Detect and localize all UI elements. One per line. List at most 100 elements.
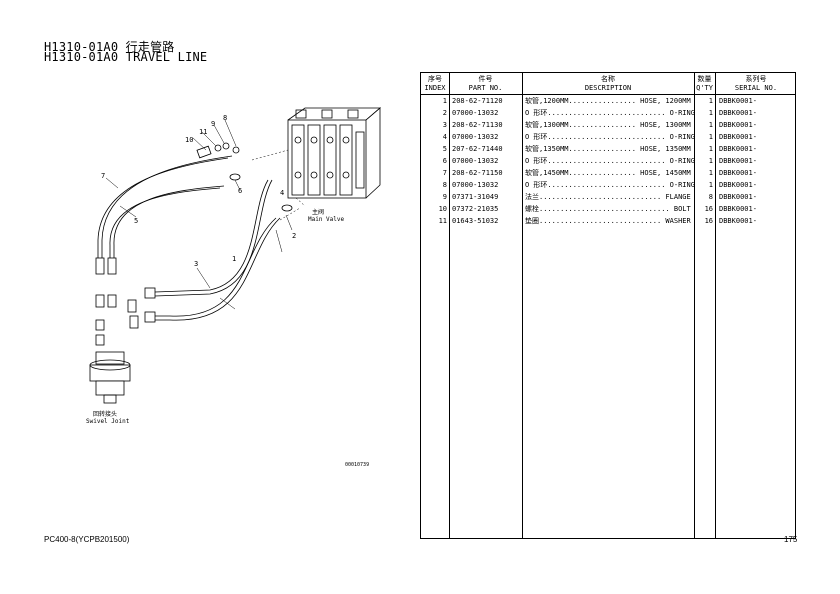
cell-index: 9 [442, 193, 447, 201]
header-part-cn: 件号 [478, 75, 493, 83]
header-desc-en: DESCRIPTION [584, 84, 632, 92]
cell-part-no: 07000-13032 [452, 133, 499, 141]
cell-index: 2 [442, 109, 447, 117]
table-row: 7 208-62-71150 软管,1450MM................ H… [421, 167, 795, 179]
callout-10: 10 [185, 136, 193, 144]
table-row: 8 07000-13032 O 形环........................… [421, 179, 795, 191]
cell-description: 软管,1300MM................ HOSE, 1300MM [525, 121, 691, 129]
cell-part-no: 207-62-71440 [452, 145, 503, 153]
hose-1 [155, 217, 277, 317]
table-row: 2 07000-13032 O 形环........................… [421, 107, 795, 119]
swivel-joint-drawing [89, 351, 131, 404]
header-part: 件号 PART NO. [449, 75, 522, 93]
cell-serial: DBBK0001- [719, 157, 757, 165]
callout-2: 2 [292, 232, 296, 240]
header-index-cn: 序号 [428, 75, 442, 83]
table-row: 5 207-62-71440 软管,1350MM................ H… [421, 143, 795, 155]
col-divider [715, 73, 716, 538]
swivel-joint-label-en: Swivel Joint [86, 418, 130, 425]
cell-serial: DBBK0001- [719, 133, 757, 141]
cell-index: 4 [442, 133, 447, 141]
cell-qty: 1 [708, 109, 713, 117]
callout-6: 6 [238, 187, 242, 195]
cell-part-no: 208-62-71150 [452, 169, 503, 177]
hose-7 [97, 157, 229, 258]
cell-description: 垫圈............................. WASHER [525, 217, 691, 225]
cell-index: 7 [442, 169, 447, 177]
cell-qty: 1 [708, 133, 713, 141]
cell-serial: DBBK0001- [719, 193, 757, 201]
cell-description: 螺栓............................... BOLT [525, 205, 691, 213]
cell-qty: 1 [708, 157, 713, 165]
cell-index: 6 [442, 157, 447, 165]
cell-index: 3 [442, 121, 447, 129]
cell-part-no: 07000-13032 [452, 157, 499, 165]
header-index-en: INDEX [424, 84, 446, 92]
header-divider [421, 94, 795, 95]
cell-serial: DBBK0001- [719, 217, 757, 225]
cell-description: 软管,1450MM................ HOSE, 1450MM [525, 169, 691, 177]
callout-4: 4 [280, 189, 284, 197]
callout-5: 5 [134, 217, 138, 225]
cell-qty: 8 [708, 193, 713, 201]
cell-description: 软管,1350MM................ HOSE, 1350MM [525, 145, 691, 153]
cell-serial: DBBK0001- [719, 97, 757, 105]
parts-table: 序号 INDEX 件号 PART NO. 名称 DESCRIPTION 数量 Q… [420, 72, 796, 539]
model-number: PC400-8(YCPB201500) [44, 535, 130, 544]
cell-index: 5 [442, 145, 447, 153]
cell-qty: 16 [704, 205, 713, 213]
cell-part-no: 07000-13032 [452, 109, 499, 117]
header-part-en: PART NO. [468, 84, 503, 92]
cell-serial: DBBK0001- [719, 205, 757, 213]
col-divider [522, 73, 523, 538]
cell-index: 8 [442, 181, 447, 189]
header-desc-cn: 名称 [601, 75, 615, 83]
cell-description: O 形环............................ O-RING [525, 157, 695, 165]
main-valve-label-en: Main Valve [308, 216, 345, 223]
main-valve-drawing [287, 107, 382, 199]
cell-part-no: 208-62-71130 [452, 121, 503, 129]
cell-part-no: 01643-51032 [452, 217, 499, 225]
page-title-en: H1310-01A0 TRAVEL LINE [44, 50, 208, 64]
cell-qty: 1 [708, 169, 713, 177]
header-desc: 名称 DESCRIPTION [522, 75, 694, 93]
cell-serial: DBBK0001- [719, 121, 757, 129]
header-serial: 系列号 SERIAL NO. [715, 75, 797, 93]
header-qty: 数量 Q'TY [694, 75, 715, 93]
cell-serial: DBBK0001- [719, 169, 757, 177]
cell-description: O 形环............................ O-RING [525, 181, 695, 189]
cell-description: O 形环............................ O-RING [525, 133, 695, 141]
callout-8: 8 [223, 114, 227, 122]
header-qty-cn: 数量 [697, 75, 712, 83]
header-index: 序号 INDEX [421, 75, 449, 93]
hose-3 [154, 179, 269, 293]
callout-1: 1 [232, 255, 236, 263]
callout-3: 3 [194, 260, 198, 268]
callout-11: 11 [199, 128, 207, 136]
table-row: 11 01643-51032 垫圈.........................… [421, 215, 795, 227]
cell-part-no: 07000-13032 [452, 181, 499, 189]
header-qty-en: Q'TY [696, 84, 713, 92]
main-valve-label-cn: 主阀 [312, 208, 324, 216]
table-row: 4 07000-13032 O 形环........................… [421, 131, 795, 143]
col-divider [449, 73, 450, 538]
header-serial-cn: 系列号 [745, 75, 767, 83]
col-divider [694, 73, 695, 538]
cell-index: 11 [438, 217, 447, 225]
callout-9: 9 [211, 120, 215, 128]
cell-qty: 1 [708, 121, 713, 129]
parts-diagram: 1 2 3 4 5 6 7 8 9 10 11 主阀 Main Valve 回转… [86, 107, 382, 425]
page-title-cn: H1310-01A0 行走管路 [44, 40, 175, 54]
table-row: 6 07000-13032 O 形环........................… [421, 155, 795, 167]
cell-qty: 1 [708, 181, 713, 189]
swivel-joint-label-cn: 回转接头 [93, 410, 117, 418]
cell-qty: 16 [704, 217, 713, 225]
cell-description: O 形环............................ O-RING [525, 109, 695, 117]
hose-5 [109, 187, 221, 258]
table-row: 3 208-62-71130 软管,1300MM................ H… [421, 119, 795, 131]
cell-index: 10 [438, 205, 447, 213]
callout-7: 7 [101, 172, 105, 180]
cell-description: 软管,1200MM................ HOSE, 1200MM [525, 97, 691, 105]
